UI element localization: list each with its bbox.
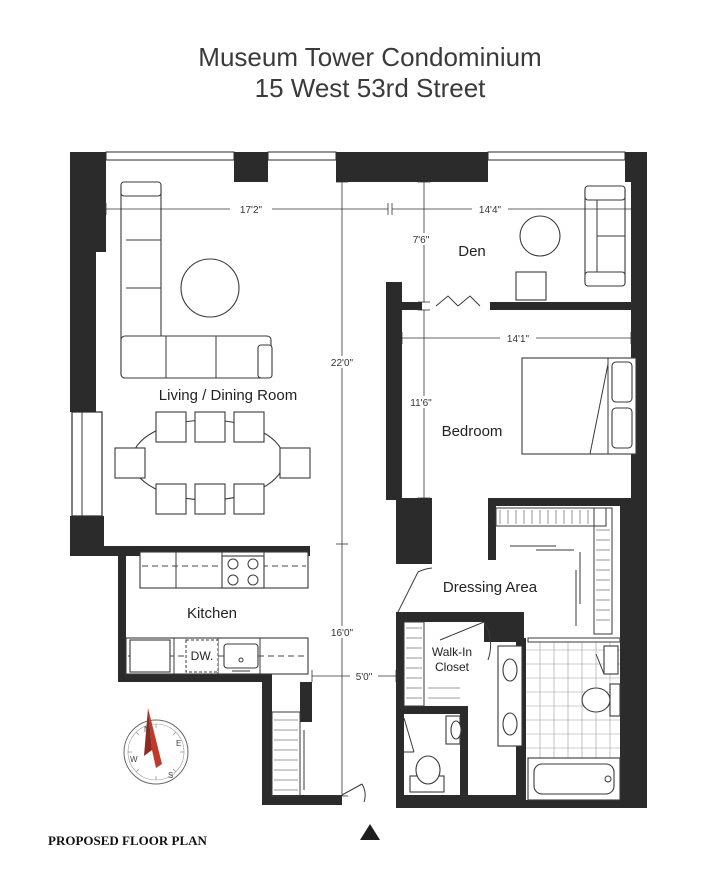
walls — [70, 151, 647, 808]
living-width-label: 17'2" — [240, 205, 263, 216]
dressing-area-closets — [495, 507, 613, 635]
walk-in-closet-label-line2: Closet — [435, 660, 470, 674]
building-address: 15 West 53rd Street — [255, 73, 487, 103]
living-room-furniture — [114, 181, 311, 515]
coat-closet — [271, 711, 305, 797]
den-label: Den — [458, 243, 486, 260]
den-door — [435, 295, 481, 307]
walk-in-closet — [403, 621, 492, 707]
compass-icon: N E S W — [123, 708, 189, 785]
bedroom-width-label: 14'1" — [507, 334, 530, 345]
compass-label-n: N — [144, 725, 150, 734]
compass-label-w: W — [130, 755, 138, 764]
walk-in-closet-label-line1: Walk-In — [432, 645, 472, 659]
compass-label-s: S — [168, 771, 173, 780]
compass-needle — [148, 708, 162, 768]
plan-footer-label: PROPOSED FLOOR PLAN — [48, 833, 208, 848]
dressing-area-label: Dressing Area — [443, 579, 538, 596]
bedroom-width-dimension: 14'1" — [401, 332, 632, 345]
kitchen-label: Kitchen — [187, 605, 237, 622]
dressing-area-door — [397, 567, 433, 613]
den-depth-dimension: 7'6" — [404, 181, 438, 303]
den-depth-label: 7'6" — [413, 235, 430, 246]
den-furniture — [515, 185, 626, 301]
master-bathroom — [497, 637, 621, 801]
living-dining-label: Living / Dining Room — [159, 387, 297, 404]
den-width-dimension: 14'4" — [391, 203, 631, 216]
hall-width-dimension: 5'0" — [311, 670, 397, 683]
bedroom-depth-label: 11'6" — [410, 398, 432, 409]
overall-depth-label: 22'0" — [331, 358, 354, 369]
bedroom-depth-dimension: 11'6" — [404, 309, 438, 499]
kitchen-fixtures — [125, 551, 309, 675]
bedroom-furniture — [521, 357, 637, 455]
powder-room — [403, 715, 462, 793]
bedroom-label: Bedroom — [442, 423, 503, 440]
dishwasher-label: DW. — [191, 649, 214, 663]
hall-width-label: 5'0" — [356, 672, 373, 683]
foyer-depth-label: 16'0" — [331, 628, 354, 639]
compass-label-e: E — [176, 739, 181, 748]
building-name: Museum Tower Condominium — [198, 42, 541, 72]
den-width-label: 14'4" — [479, 205, 502, 216]
entry-door[interactable] — [341, 783, 366, 803]
living-width-dimension: 17'2" — [105, 203, 389, 216]
entry-arrow-icon — [360, 824, 380, 840]
overall-depth-dimension: 22'0" 16'0" — [324, 181, 360, 797]
